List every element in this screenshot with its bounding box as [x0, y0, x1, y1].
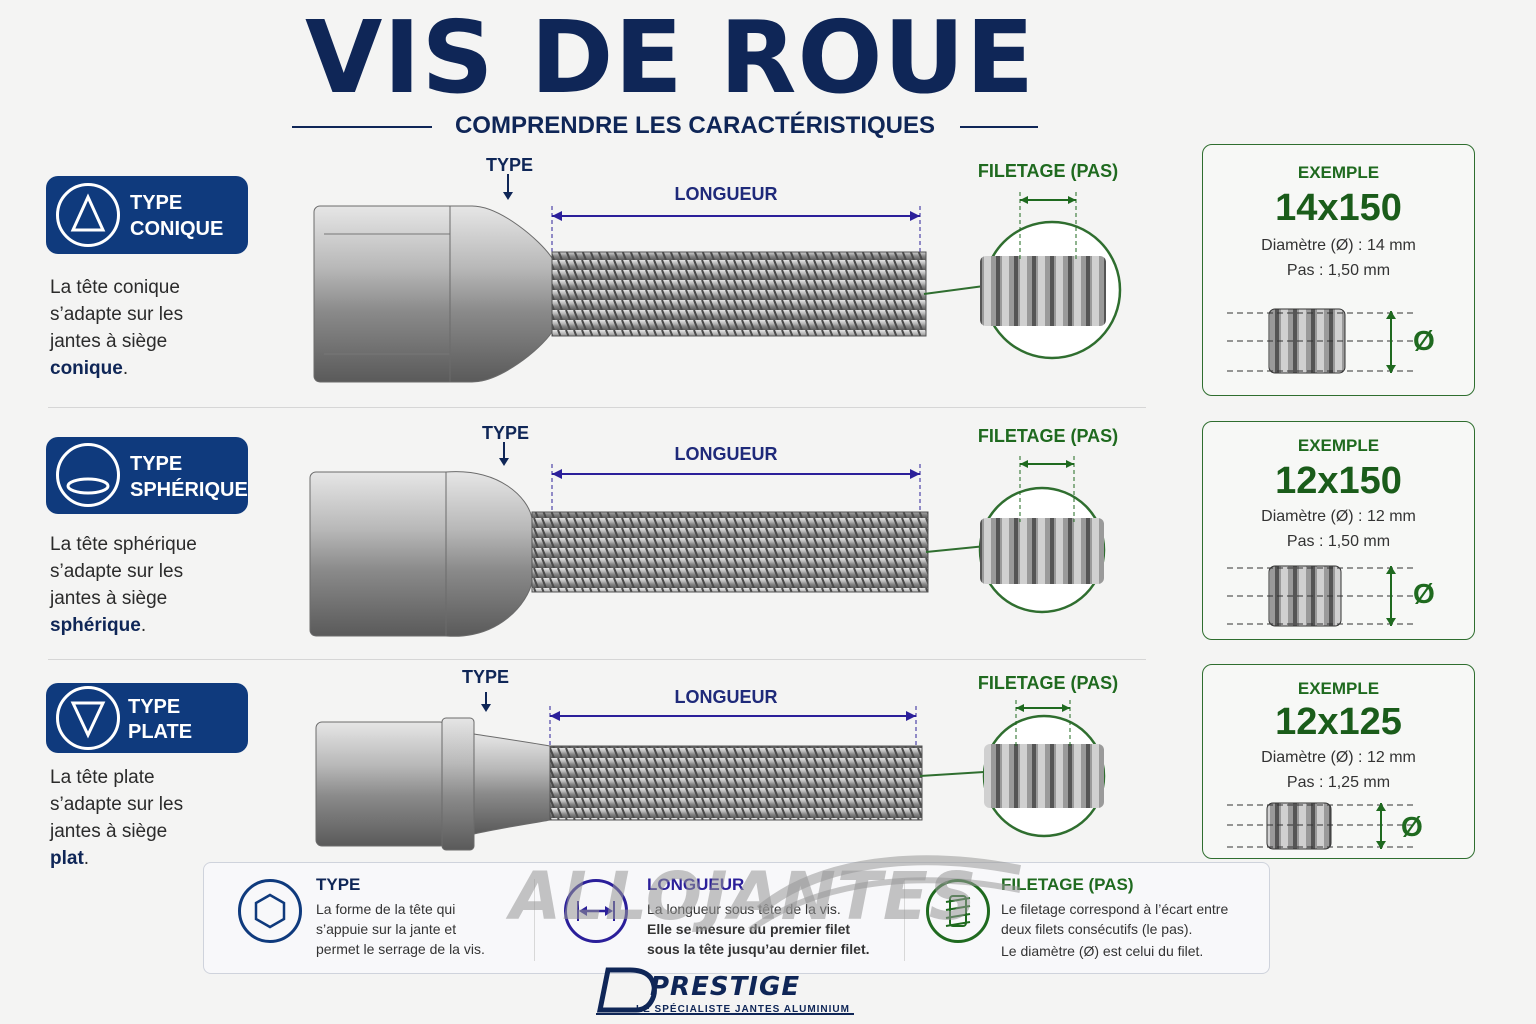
desc-keyword: conique	[50, 358, 123, 379]
bolt-spherique-diagram	[309, 442, 1106, 637]
badge-label-2: PLATE	[128, 721, 193, 743]
prestige-logo-icon	[596, 967, 854, 1015]
thread-label: FILETAGE (PAS)	[977, 426, 1119, 446]
desc-line: La tête sphérique	[50, 534, 197, 555]
inverted-triangle-icon	[56, 686, 120, 750]
arrow-down-icon	[503, 174, 513, 200]
description-plate: La tête plate s’adapte sur les jantes à …	[50, 764, 250, 872]
example-label: EXEMPLE	[1297, 163, 1380, 182]
sphere-icon	[56, 443, 120, 507]
arrow-down-icon	[499, 442, 509, 466]
example-pitch: Pas : 1,50 mm	[1286, 262, 1391, 279]
triangle-icon	[56, 183, 120, 247]
example-label: EXEMPLE	[1297, 679, 1380, 698]
logo-tagline: LE SPÉCIALISTE JANTES ALUMINIUM	[636, 1004, 850, 1015]
desc-line: jantes à siège	[50, 588, 168, 609]
thread-label: FILETAGE (PAS)	[977, 161, 1119, 181]
example-value: 14x150	[1275, 187, 1402, 229]
example-card-2: EXEMPLE 12x150 Diamètre (Ø) : 12 mm Pas …	[1202, 421, 1475, 640]
bolt-conique-diagram	[313, 174, 1122, 383]
example-value: 12x125	[1275, 701, 1402, 743]
type-label: TYPE	[462, 667, 510, 687]
example-diameter: Diamètre (Ø) : 12 mm	[1261, 749, 1416, 766]
desc-line: s’adapte sur les	[50, 794, 184, 815]
page-subtitle: COMPRENDRE LES CARACTÉRISTIQUES	[454, 112, 936, 139]
title-rule-left	[292, 126, 432, 128]
length-arrows-icon	[564, 879, 628, 943]
title-rule-right	[960, 126, 1038, 128]
desc-keyword: sphérique	[50, 615, 141, 636]
arrow-down-icon	[481, 692, 491, 712]
diameter-symbol: Ø	[1401, 811, 1423, 842]
desc-line: La tête conique	[50, 277, 180, 298]
desc-keyword: plat	[50, 848, 84, 869]
page-title: VIS DE ROUE	[304, 0, 1036, 116]
example-pitch: Pas : 1,50 mm	[1286, 533, 1391, 550]
length-label: LONGUEUR	[674, 184, 778, 204]
type-label: TYPE	[486, 155, 534, 175]
badge-label-2: CONIQUE	[130, 218, 224, 240]
thread-section-icon	[1227, 308, 1417, 374]
logo-name: PRESTIGE	[650, 972, 801, 1002]
desc-line: jantes à siège	[50, 821, 168, 842]
row-divider	[48, 659, 1146, 660]
badge-plate: TYPE PLATE	[46, 683, 248, 753]
legend-length-title: LONGUEUR	[647, 875, 745, 894]
badge-label-1: TYPE	[128, 696, 181, 718]
length-label: LONGUEUR	[674, 444, 778, 464]
desc-line: jantes à siège	[50, 331, 168, 352]
diameter-symbol: Ø	[1413, 578, 1435, 609]
example-pitch: Pas : 1,25 mm	[1286, 774, 1391, 791]
legend-divider	[534, 879, 535, 961]
desc-line: La tête plate	[50, 767, 155, 788]
badge-conique: TYPE CONIQUE	[46, 176, 248, 254]
legend-type-title: TYPE	[316, 875, 361, 894]
badge-spherique: TYPE SPHÉRIQUE	[46, 437, 248, 514]
desc-line: s’adapte sur les	[50, 561, 184, 582]
example-value: 12x150	[1275, 460, 1402, 502]
type-label: TYPE	[482, 423, 530, 443]
example-diameter: Diamètre (Ø) : 14 mm	[1261, 237, 1416, 254]
badge-label-1: TYPE	[130, 192, 183, 214]
diameter-symbol: Ø	[1413, 325, 1435, 356]
thread-section-icon	[1227, 802, 1417, 850]
example-label: EXEMPLE	[1297, 436, 1380, 455]
bolt-plate-diagram	[315, 692, 1106, 851]
badge-label-1: TYPE	[130, 453, 183, 475]
watermark-logo: ALLOJANTES	[510, 858, 978, 935]
example-card-3: EXEMPLE 12x125 Diamètre (Ø) : 12 mm Pas …	[1202, 664, 1475, 859]
thread-label: FILETAGE (PAS)	[977, 673, 1119, 693]
thread-section-icon	[1227, 565, 1417, 627]
desc-line: s’adapte sur les	[50, 304, 184, 325]
description-spherique: La tête sphérique s’adapte sur les jante…	[50, 531, 250, 639]
example-diameter: Diamètre (Ø) : 12 mm	[1261, 508, 1416, 525]
example-card-1: EXEMPLE 14x150 Diamètre (Ø) : 14 mm Pas …	[1202, 144, 1475, 396]
legend-thread-title: FILETAGE (PAS)	[1001, 875, 1134, 894]
description-conique: La tête conique s’adapte sur les jantes …	[50, 274, 250, 382]
hexagon-icon	[238, 879, 302, 943]
row-divider	[48, 407, 1146, 408]
length-label: LONGUEUR	[674, 687, 778, 707]
badge-label-2: SPHÉRIQUE	[130, 479, 248, 501]
